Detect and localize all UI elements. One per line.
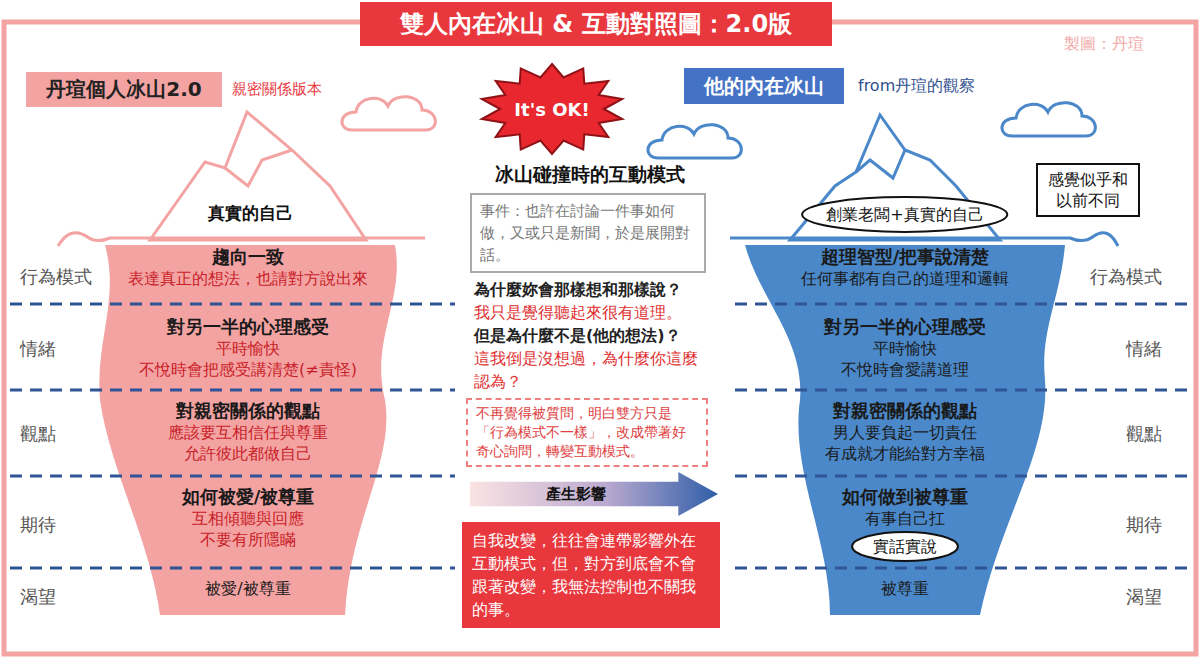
node-text: 如何做到被尊重 bbox=[842, 486, 968, 508]
art-part bbox=[10, 303, 455, 306]
level-band: 如何做到被尊重有事自己扛實話實說 bbox=[842, 486, 968, 562]
cloud bbox=[648, 125, 741, 158]
node-text: 趨向一致 bbox=[128, 246, 368, 268]
conclusion-box: 自我改變，往往會連帶影響外在互動模式，但，對方到底會不會跟著改變，我無法控制也不… bbox=[462, 522, 720, 628]
note-box: 不再覺得被質問，明白雙方只是「行為模式不一樣」，改成帶著好奇心詢問，轉變互動模式… bbox=[466, 398, 708, 467]
node-text: 自我改變，往往會連帶影響外在互動模式，但，對方到底會不會跟著改變，我無法控制也不… bbox=[472, 529, 710, 621]
node-text: 被尊重 bbox=[881, 578, 929, 599]
art-part bbox=[10, 475, 455, 478]
level-band: 對親密關係的觀點應該要互相信任與尊重允許彼此都做自己 bbox=[168, 400, 328, 464]
art-part bbox=[735, 567, 1190, 570]
callout-box: 感覺似乎和以前不同 bbox=[1036, 163, 1140, 217]
node-text: 被愛/被尊重 bbox=[205, 578, 290, 599]
iceberg-body bbox=[745, 245, 1065, 615]
level-label: 觀點 bbox=[1126, 422, 1162, 446]
node-text: 創業老闆+真實的自己 bbox=[826, 204, 983, 225]
iceberg-tip bbox=[150, 112, 366, 240]
node-subtext: 不悅時會把感受講清楚(≠責怪) bbox=[139, 359, 357, 380]
ellipse-outline bbox=[802, 197, 1007, 232]
title-banner: 雙人內在冰山 & 互動對照圖：2.0版 bbox=[360, 2, 832, 46]
iceberg-body bbox=[99, 245, 397, 615]
node-subtext: 親密關係版本 bbox=[232, 80, 322, 99]
node-text: 對另一半的心理感受 bbox=[824, 316, 986, 338]
level-band: 對另一半的心理感受平時愉快不悅時會愛講道理 bbox=[824, 316, 986, 380]
arrow-outline bbox=[470, 472, 718, 516]
level-band: 對親密關係的觀點男人要負起一切責任有成就才能給對方幸福 bbox=[825, 400, 985, 464]
section-heading: 冰山碰撞時的互動模式 bbox=[495, 162, 685, 188]
node-text: 不再覺得被質問，明白雙方只是「行為模式不一樣」，改成帶著好奇心詢問，轉變互動模式… bbox=[476, 404, 698, 461]
waterline bbox=[58, 233, 425, 246]
art-part bbox=[735, 389, 1190, 392]
level-label: 情緒 bbox=[1126, 337, 1162, 361]
ellipse-tag: 實話實說 bbox=[851, 531, 959, 562]
node-text: It's OK! bbox=[514, 99, 589, 120]
node-subtext: 有成就才能給對方幸福 bbox=[825, 443, 985, 464]
level-label: 情緒 bbox=[20, 337, 56, 361]
level-label: 行為模式 bbox=[1090, 265, 1162, 289]
art-part bbox=[735, 303, 1190, 306]
node-text: 感覺似乎和以前不同 bbox=[1044, 169, 1132, 211]
node-text: 對另一半的心理感受 bbox=[139, 316, 357, 338]
iceberg-tip-label: 真實的自己 bbox=[208, 202, 293, 225]
level-label: 行為模式 bbox=[20, 265, 92, 289]
cloud bbox=[1002, 103, 1095, 136]
level-label: 渴望 bbox=[20, 585, 56, 609]
node-text: 產生影響 bbox=[546, 485, 606, 504]
event-box: 事件：也許在討論一件事如何做，又或只是新聞，於是展開對話。 bbox=[470, 193, 706, 273]
level-label: 期待 bbox=[20, 513, 56, 537]
ellipse-tag: 創業老闆+真實的自己 bbox=[800, 196, 1009, 233]
level-band: 超理智型/把事說清楚任何事都有自己的道理和邏輯 bbox=[801, 246, 1009, 289]
ellipse-outline bbox=[852, 532, 958, 561]
outer-frame bbox=[4, 22, 1196, 654]
level-band: 趨向一致表達真正的想法，也請對方說出來 bbox=[128, 246, 368, 289]
level-label: 渴望 bbox=[1126, 585, 1162, 609]
starburst-outline bbox=[482, 64, 622, 154]
node-subtext: 應該要互相信任與尊重 bbox=[168, 422, 328, 443]
node-subtext: 平時愉快 bbox=[824, 338, 986, 359]
credit-note: 製圖：丹瑄 bbox=[1064, 34, 1144, 55]
node-subtext: 任何事都有自己的道理和邏輯 bbox=[801, 268, 1009, 289]
node-subtext: 不要有所隱瞞 bbox=[182, 529, 315, 550]
node-text: 事件：也許在討論一件事如何做，又或只是新聞，於是展開對話。 bbox=[480, 200, 696, 266]
node-subtext: 互相傾聽與回應 bbox=[182, 508, 315, 529]
node-subtext: 有事自己扛 bbox=[842, 508, 968, 529]
art-part bbox=[10, 389, 455, 392]
dialogue-question: 但是為什麼不是(他的想法)？ bbox=[474, 324, 710, 347]
iceberg-snow bbox=[856, 150, 905, 178]
dialogue-answer: 這我倒是沒想過，為什麼你這麼認為？ bbox=[474, 347, 710, 393]
node-subtext: 不悅時會愛講道理 bbox=[824, 359, 986, 380]
starburst: It's OK! bbox=[480, 64, 624, 154]
header-box: 他的內在冰山from丹瑄的觀察 bbox=[684, 68, 844, 104]
node-text: 丹瑄個人冰山2.0 bbox=[46, 76, 201, 103]
art-part bbox=[735, 475, 1190, 478]
node-text: 超理智型/把事說清楚 bbox=[801, 246, 1009, 268]
node-text: 他的內在冰山 bbox=[704, 73, 824, 100]
node-subtext: 允許彼此都做自己 bbox=[168, 443, 328, 464]
header-box: 丹瑄個人冰山2.0親密關係版本 bbox=[26, 72, 222, 107]
arrow-shape: 產生影響 bbox=[470, 472, 718, 516]
level-label: 觀點 bbox=[20, 422, 56, 446]
node-text: 對親密關係的觀點 bbox=[825, 400, 985, 422]
level-band: 被愛/被尊重 bbox=[205, 578, 290, 599]
node-subtext: 男人要負起一切責任 bbox=[825, 422, 985, 443]
dialogue-question: 為什麼妳會那樣想和那樣說？ bbox=[474, 278, 710, 301]
level-label: 期待 bbox=[1126, 513, 1162, 537]
node-text: 實話實說 bbox=[873, 536, 937, 557]
node-subtext: 平時愉快 bbox=[139, 338, 357, 359]
cloud bbox=[342, 97, 435, 130]
iceberg-snow bbox=[225, 150, 292, 186]
art-part bbox=[10, 567, 455, 570]
dialogue: 為什麼妳會那樣想和那樣說？我只是覺得聽起來很有道理。但是為什麼不是(他的想法)？… bbox=[474, 278, 710, 393]
level-band: 對另一半的心理感受平時愉快不悅時會把感受講清楚(≠責怪) bbox=[139, 316, 357, 380]
node-text: 如何被愛/被尊重 bbox=[182, 486, 315, 508]
waterline bbox=[730, 233, 1118, 246]
dialogue-answer: 我只是覺得聽起來很有道理。 bbox=[474, 301, 710, 324]
node-subtext: from丹瑄的觀察 bbox=[858, 76, 975, 97]
node-text: 對親密關係的觀點 bbox=[168, 400, 328, 422]
level-band: 被尊重 bbox=[881, 578, 929, 599]
level-band: 如何被愛/被尊重互相傾聽與回應不要有所隱瞞 bbox=[182, 486, 315, 550]
node-subtext: 表達真正的想法，也請對方說出來 bbox=[128, 268, 368, 289]
